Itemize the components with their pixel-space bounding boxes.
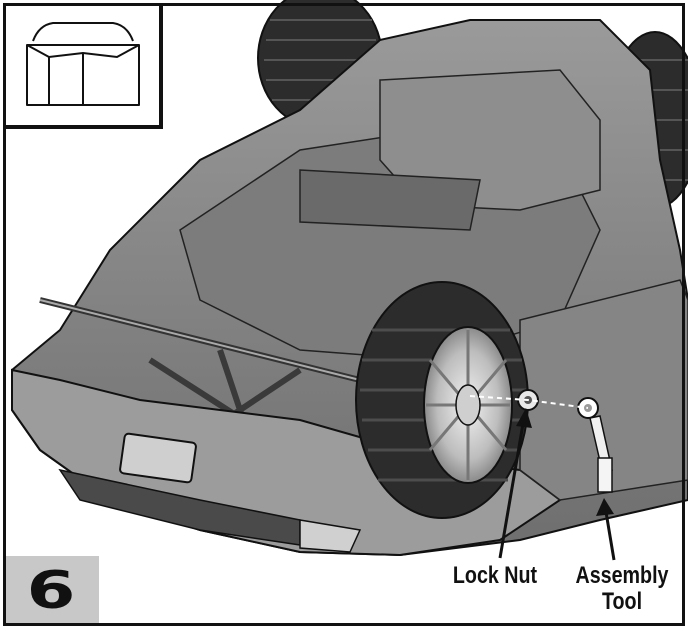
step-number: 6 xyxy=(26,561,76,621)
assembly-tool-label-line2: Tool xyxy=(601,588,643,615)
lock-nut-label: Lock Nut xyxy=(452,562,538,589)
assembly-tool-label-line1: Assembly xyxy=(575,562,669,589)
front-right-wheel xyxy=(355,281,529,519)
car-hood-outline-icon xyxy=(26,22,140,106)
step-number-badge: 6 xyxy=(3,556,99,626)
assembly-tool-arrow xyxy=(596,498,616,561)
inset-view-box xyxy=(3,3,163,129)
lock-nut-arrow xyxy=(498,408,532,559)
axle-alignment-line xyxy=(469,395,589,409)
assembly-tool-label: Assembly Tool xyxy=(565,563,680,615)
